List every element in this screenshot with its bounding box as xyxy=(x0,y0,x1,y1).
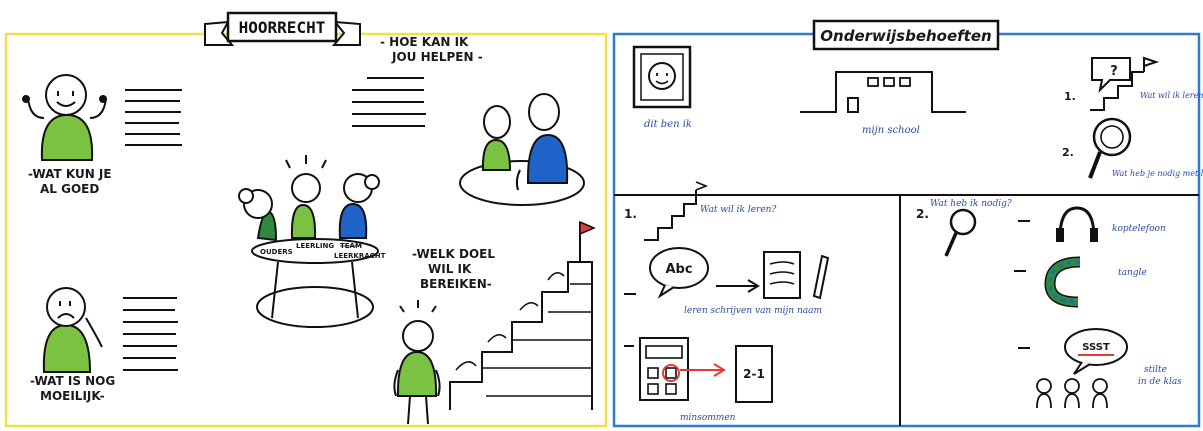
goal-flag xyxy=(580,222,594,234)
learn-steps-drawing: ? xyxy=(1090,58,1156,110)
writing-lines-help xyxy=(352,78,426,126)
happy-figure xyxy=(22,75,107,160)
portrait-frame xyxy=(634,47,690,107)
title-banner: HOORRECHT xyxy=(205,13,360,45)
section1-caption2: minsommen xyxy=(680,413,736,423)
tangle-icon xyxy=(1050,262,1080,302)
prompt-hard-line1: -WAT IS NOG xyxy=(30,374,115,388)
right-title: Onderwijsbehoeften xyxy=(820,27,991,45)
prompt-goal-line2: WIL IK xyxy=(428,262,472,276)
school-drawing xyxy=(800,72,966,112)
caption-learn: Wat wil ik leren? xyxy=(1140,91,1203,100)
table-label-crossed: TEAM xyxy=(340,242,362,250)
caption-need: Wat heb je nodig met leren? xyxy=(1112,169,1203,178)
shush-bubble: SSST xyxy=(1065,329,1127,374)
table-label-student: LEERLING xyxy=(296,242,334,250)
caption-portrait: dit ben ik xyxy=(644,119,692,130)
caption-school: mijn school xyxy=(862,125,920,136)
step-number-1: 1. xyxy=(1064,90,1076,103)
step-number-2: 2. xyxy=(1062,146,1074,159)
right-title-banner: Onderwijsbehoeften xyxy=(814,21,998,49)
table-label-teacher: LEERKRACHT xyxy=(334,252,386,260)
paper-and-pencil xyxy=(764,252,828,298)
prompt-good-line2: AL GOED xyxy=(40,182,99,196)
question-mark: ? xyxy=(1110,64,1118,79)
prompt-goal-line1: -WELK DOEL xyxy=(412,247,495,261)
prompt-hard-line2: MOEILIJK- xyxy=(40,389,105,403)
sad-figure xyxy=(44,288,102,372)
quiet-label-line2: in de klas xyxy=(1138,377,1182,387)
abc-text: Abc xyxy=(665,262,692,277)
tangle-label: tangle xyxy=(1118,268,1147,278)
section1-number: 1. xyxy=(624,207,637,221)
prompt-goal-line3: BEREIKEN- xyxy=(420,277,492,291)
conversation-figures xyxy=(460,94,584,205)
quiet-label-line1: stilte xyxy=(1144,365,1167,375)
section2-number: 2. xyxy=(916,207,929,221)
section1-caption: leren schrijven van mijn naam xyxy=(684,306,822,316)
section1-stairs xyxy=(644,182,706,240)
shush-text: SSST xyxy=(1082,342,1110,353)
minus-card-text: 2-1 xyxy=(743,367,765,381)
section2-question: Wat heb ik nodig? xyxy=(930,199,1012,209)
section2-magnifier xyxy=(946,210,975,256)
round-table-scene: OUDERS LEERLING TEAM LEERKRACHT xyxy=(239,155,386,327)
headphones-icon xyxy=(1056,208,1098,242)
left-panel: HOORRECHT -WAT KUN JE AL GOED xyxy=(6,13,606,426)
prompt-good-line1: -WAT KUN JE xyxy=(28,167,112,181)
section1-question: Wat wil ik leren? xyxy=(700,205,776,215)
abc-speech-bubble: Abc xyxy=(650,248,708,296)
writing-lines-good xyxy=(125,90,182,145)
table-label-parents: OUDERS xyxy=(260,248,293,256)
writing-lines-hard xyxy=(123,298,178,370)
right-panel: Onderwijsbehoeften dit ben ik mijn schoo… xyxy=(614,21,1203,426)
goal-figure xyxy=(394,300,439,424)
headphones-label: koptelefoon xyxy=(1112,224,1166,234)
left-title: HOORRECHT xyxy=(239,18,326,37)
quiet-classmates xyxy=(1037,379,1107,408)
prompt-help-line1: - HOE KAN IK xyxy=(380,35,469,49)
prompt-help-line2: JOU HELPEN - xyxy=(391,50,483,64)
